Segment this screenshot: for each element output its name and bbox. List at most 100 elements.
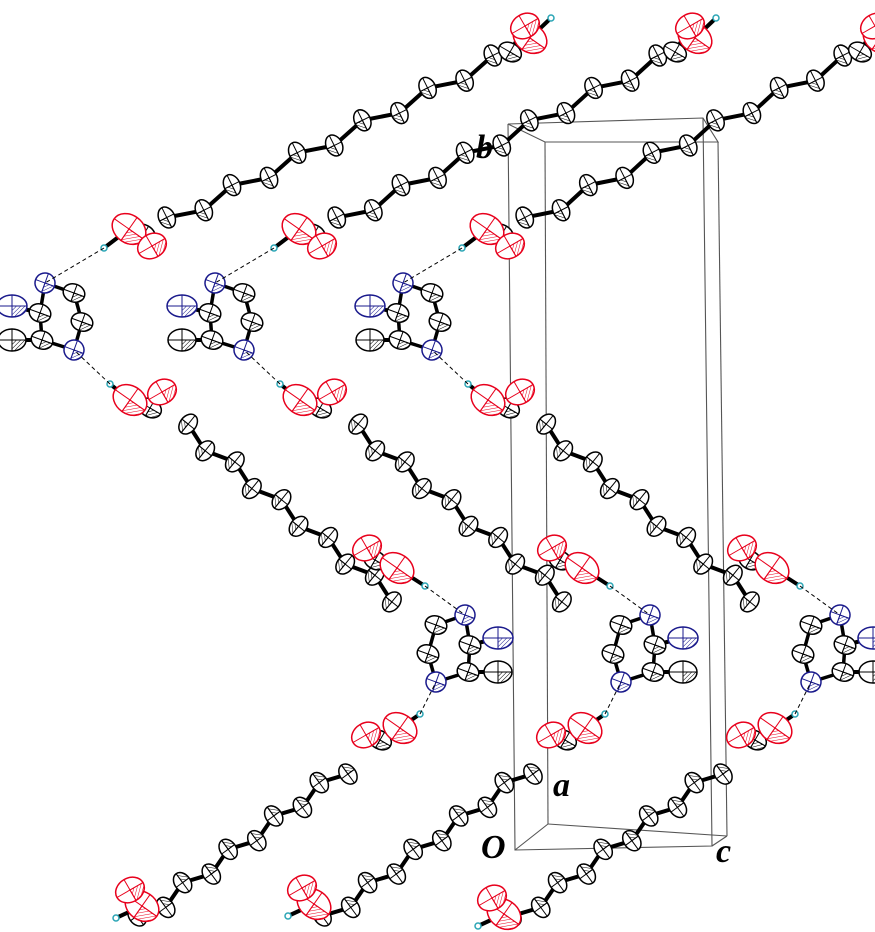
carbon-atom	[556, 101, 576, 125]
carbon-atom	[448, 805, 469, 827]
carbon-atom	[551, 591, 572, 613]
nitrogen-atom	[392, 272, 414, 294]
carbon-atom	[201, 863, 222, 885]
oxygen-atom	[535, 721, 567, 749]
nitrogen-atom	[0, 294, 28, 318]
carbon-atom	[833, 634, 857, 656]
oxygen-atom	[859, 12, 875, 40]
carbon-atom	[420, 282, 444, 304]
hydrogen-bond	[604, 681, 622, 715]
carbon-atom	[847, 41, 873, 63]
carbon-atom	[638, 805, 659, 827]
carbon-atom	[455, 69, 475, 92]
oxygen-atom	[564, 551, 600, 585]
carbon-atom	[833, 44, 853, 67]
oxygen-atom	[282, 383, 318, 417]
carbon-atom	[831, 661, 855, 683]
carbon-atom	[194, 199, 214, 222]
carbon-atom	[340, 896, 361, 919]
carbon-atom	[271, 488, 292, 511]
carbon-atom	[172, 871, 193, 894]
axis-label-c: c	[716, 833, 731, 870]
carbon-atom	[394, 451, 415, 473]
carbon-atom	[232, 282, 256, 304]
carbon-atom	[742, 101, 762, 125]
carbon-atom	[599, 477, 620, 500]
carbon-atom	[553, 440, 574, 462]
carbon-atom	[515, 206, 535, 229]
carbon-atom	[667, 796, 688, 819]
carbon-atom	[739, 591, 760, 613]
carbon-atom	[621, 829, 642, 852]
carbon-atom	[646, 515, 667, 538]
carbon-atom	[477, 796, 498, 819]
carbon-atom	[388, 329, 412, 351]
carbon-atom	[70, 311, 94, 333]
hydrogen-bond	[609, 585, 651, 616]
carbon-atom	[403, 838, 424, 861]
carbon-atom	[641, 661, 665, 683]
oxygen-atom	[674, 12, 706, 40]
carbon-atom	[259, 166, 279, 190]
carbon-atom	[0, 328, 27, 352]
carbon-atom	[195, 440, 216, 462]
carbon-atom	[668, 660, 698, 684]
carbon-atom	[620, 69, 640, 92]
carbon-atom	[523, 763, 543, 785]
carbon-atom	[643, 634, 667, 656]
carbon-atom	[858, 660, 875, 684]
hydrogen-atom	[112, 914, 120, 922]
carbon-atom	[263, 805, 284, 827]
nitrogen-atom	[610, 671, 632, 693]
carbon-atom	[629, 488, 650, 511]
carbon-atom	[386, 302, 410, 324]
oxygen-atom	[754, 551, 790, 585]
hydrogen-atom	[284, 912, 292, 920]
nitrogen-atom	[233, 339, 255, 361]
carbon-atom	[324, 134, 344, 157]
oxygen-atom	[509, 12, 541, 40]
oxygen-atom	[469, 212, 505, 246]
carbon-atom	[642, 141, 662, 164]
carbon-atom	[198, 302, 222, 324]
carbon-atom	[684, 771, 705, 794]
carbon-atom	[62, 282, 86, 304]
carbon-atom	[338, 763, 358, 785]
oxygen-atom	[281, 212, 317, 246]
hydrogen-bond	[424, 585, 466, 616]
carbon-atom	[534, 564, 555, 586]
nitrogen-atom	[354, 294, 386, 318]
carbon-atom	[411, 477, 432, 500]
nitrogen-atom	[482, 626, 514, 650]
hydrogen-atom	[474, 922, 482, 930]
oxygen-atom	[286, 874, 318, 902]
carbon-atom	[352, 109, 372, 132]
carbon-atom	[551, 199, 571, 222]
carbon-atom	[713, 763, 733, 785]
oxygen-atom	[726, 534, 758, 562]
carbon-atom	[678, 134, 698, 157]
oxygen-atom	[136, 232, 168, 260]
carbon-atom	[386, 863, 407, 885]
hydrogen-bond	[73, 349, 111, 385]
nitrogen-atom	[857, 626, 875, 650]
carbon-atom	[241, 477, 262, 500]
carbon-atom	[335, 553, 356, 575]
carbon-atom	[178, 413, 199, 435]
hydrogen-bond	[214, 247, 275, 284]
carbon-atom	[505, 553, 526, 575]
carbon-atom	[222, 173, 242, 197]
hydrogen-bond	[402, 247, 463, 284]
nitrogen-atom	[454, 604, 476, 626]
hydrogen-bond	[243, 349, 281, 385]
carbon-atom	[246, 829, 267, 852]
oxygen-atom	[379, 551, 415, 585]
carbon-atom	[806, 69, 825, 92]
carbon-atom	[424, 614, 448, 636]
carbon-atom	[416, 643, 440, 665]
oxygen-atom	[306, 232, 338, 260]
carbon-atom	[693, 553, 714, 575]
axis-label-origin: O	[481, 829, 506, 866]
carbon-atom	[30, 329, 54, 351]
